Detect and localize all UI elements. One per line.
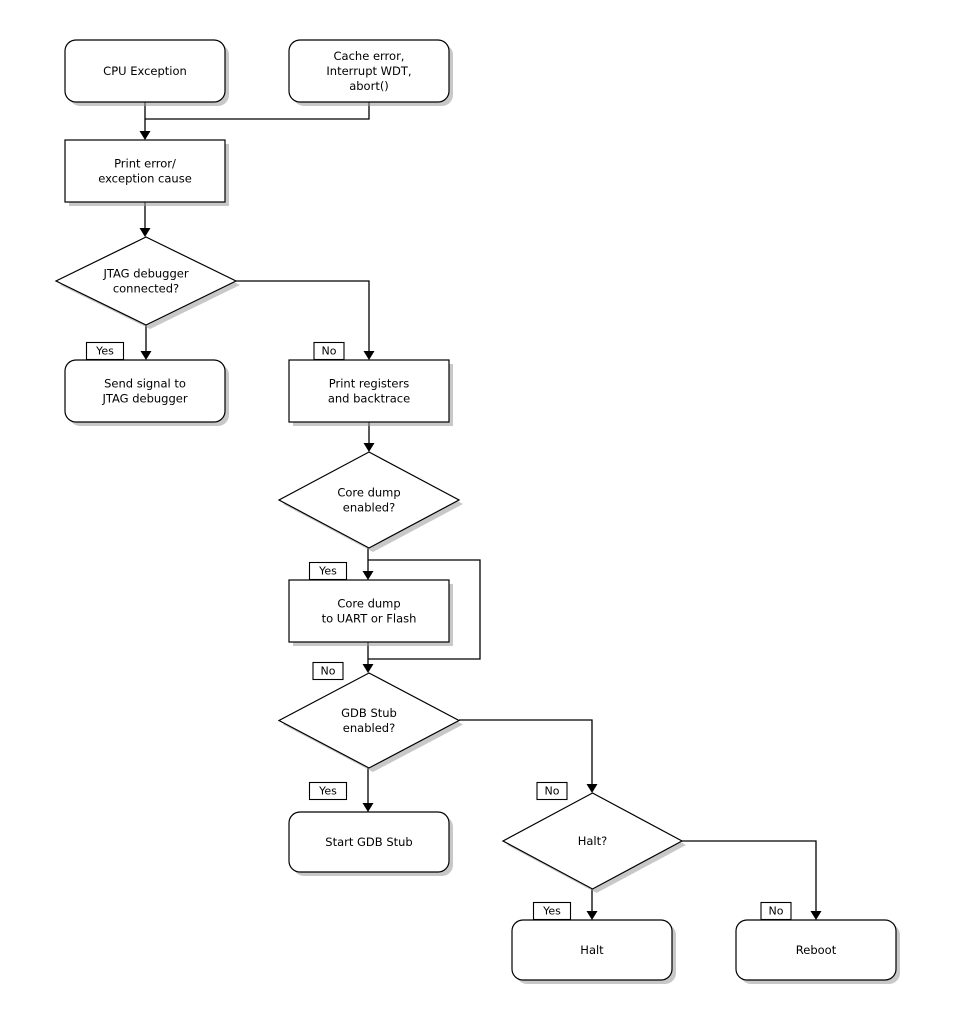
arrowhead-icon — [139, 131, 151, 140]
edge-label-e-jtag-yes: Yes — [85, 341, 125, 361]
edge-label-text: Yes — [95, 345, 114, 358]
arrowhead-icon — [139, 228, 151, 237]
node-halt[interactable]: Halt — [511, 919, 676, 984]
edge-label-e-jtag-no: No — [313, 341, 345, 361]
edge-label-text: No — [545, 785, 560, 798]
terminal-shape[interactable] — [735, 919, 897, 981]
terminal-shape[interactable] — [288, 39, 450, 103]
terminal-shape[interactable] — [64, 359, 226, 423]
edge-label-box — [308, 781, 348, 801]
node-label: CPU Exception — [103, 64, 187, 78]
edge-e-halt-yes — [586, 889, 598, 920]
process-shape[interactable] — [64, 139, 226, 203]
edge-e-cache-to-print — [145, 102, 370, 120]
decision-shape[interactable] — [501, 792, 684, 890]
decision-shape[interactable] — [277, 451, 461, 549]
edge-label-box — [313, 341, 345, 361]
edge-label-box — [312, 661, 344, 681]
nodes-layer: CPU Exception Cache error,Interrupt WDT,a… — [54, 39, 900, 984]
edge-label-text: Yes — [542, 905, 561, 918]
decision-shape[interactable] — [54, 236, 238, 326]
process-shape[interactable] — [288, 359, 450, 423]
node-label: Reboot — [796, 943, 837, 957]
edge-e-core-yes — [362, 548, 374, 580]
edge-e-cpu-to-print — [139, 102, 151, 140]
edge-label-box — [760, 901, 792, 921]
edge-label-e-gdb-yes: Yes — [308, 781, 348, 801]
node-cpu-exception[interactable]: CPU Exception — [64, 39, 229, 106]
edge-e-coredump-to-gdb — [362, 642, 374, 673]
edge-e-jtag-yes — [140, 325, 152, 360]
arrowhead-icon — [363, 443, 375, 452]
node-start-gdb-stub[interactable]: Start GDB Stub — [288, 811, 453, 876]
decision-shape[interactable] — [277, 672, 461, 769]
process-shape[interactable] — [288, 579, 450, 643]
edge-line — [236, 280, 370, 354]
edge-label-e-halt-yes: Yes — [532, 901, 572, 921]
arrowhead-icon — [586, 784, 598, 793]
edge-e-jtag-no — [236, 280, 375, 360]
arrowhead-icon — [362, 664, 374, 673]
node-reboot[interactable]: Reboot — [735, 919, 900, 984]
edge-e-gdb-yes — [362, 768, 374, 812]
edge-label-text: Yes — [318, 785, 337, 798]
terminal-shape[interactable] — [511, 919, 673, 981]
edge-label-e-coredump-to-gdb: No — [312, 661, 344, 681]
arrowhead-icon — [362, 571, 374, 580]
edge-label-text: No — [322, 345, 337, 358]
edge-e-gdb-no — [459, 719, 598, 793]
edge-label-text: No — [321, 665, 336, 678]
edge-label-box — [308, 561, 348, 581]
edge-line — [459, 719, 593, 787]
edge-label-text: Yes — [318, 565, 337, 578]
arrowhead-icon — [586, 911, 598, 920]
edge-line — [682, 840, 817, 914]
node-print-error[interactable]: Print error/exception cause — [64, 139, 229, 206]
edge-label-box — [536, 781, 568, 801]
edge-line — [145, 102, 370, 120]
node-label: Halt — [580, 943, 604, 957]
edge-label-e-gdb-no: No — [536, 781, 568, 801]
terminal-shape[interactable] — [64, 39, 226, 103]
node-cache-error[interactable]: Cache error,Interrupt WDT,abort() — [288, 39, 453, 106]
edge-e-print-to-jtag — [139, 202, 151, 237]
edge-label-box — [532, 901, 572, 921]
node-label: Cache error,Interrupt WDT,abort() — [326, 49, 411, 93]
node-label: Start GDB Stub — [325, 835, 412, 849]
edges-layer — [139, 102, 822, 920]
node-label: Print error/exception cause — [98, 156, 192, 185]
node-halt-decision[interactable]: Halt? — [501, 792, 686, 893]
edge-e-core-no-bypass — [368, 559, 481, 660]
edge-label-box — [85, 341, 125, 361]
edge-label-e-core-yes: Yes — [308, 561, 348, 581]
arrowhead-icon — [810, 911, 822, 920]
edge-e-registers-to-core — [363, 422, 375, 452]
edge-label-e-halt-no: No — [760, 901, 792, 921]
arrowhead-icon — [363, 351, 375, 360]
node-label: Halt? — [578, 834, 608, 848]
terminal-shape[interactable] — [288, 811, 450, 873]
arrowhead-icon — [362, 803, 374, 812]
edge-e-halt-no — [682, 840, 822, 920]
edge-label-text: No — [769, 905, 784, 918]
arrowhead-icon — [140, 351, 152, 360]
edge-line — [368, 559, 481, 660]
